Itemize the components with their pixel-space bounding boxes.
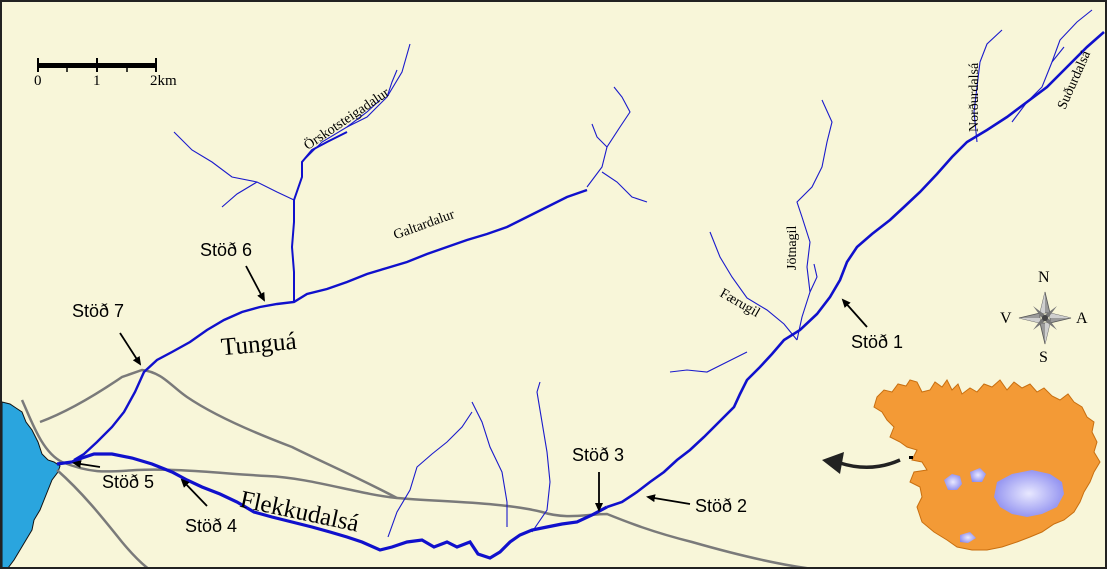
label-nordurdalsa: Norðurdalsá [967,62,982,132]
label-stod-7: Stöð 7 [72,301,125,321]
river-tungua [606,31,1105,509]
tributaries [173,9,1093,538]
label-stod-5: Stöð 5 [102,472,155,492]
arrow-stod-7 [119,332,142,366]
compass-v: V [1000,310,1012,327]
sea [2,401,61,567]
station-arrows [72,265,868,512]
compass-a: A [1076,310,1088,327]
label-tungua: Tunguá [219,327,298,362]
road-main [20,399,808,567]
label-stod-3: Stöð 3 [572,445,625,465]
glacier-langjokull [944,474,962,490]
label-stod-6: Stöð 6 [200,240,253,260]
study-area-marker [909,456,913,459]
glacier-hofsjokull [970,468,986,482]
compass-n: N [1038,269,1050,286]
roads [20,368,808,567]
scale-label-0: 0 [34,73,42,89]
road-branch [39,368,398,500]
river-orskot [290,131,348,302]
glacier-myrdalsjokull [960,532,976,543]
river-tungua-lower [73,188,588,462]
label-jotnagil: Jötnagil [785,225,800,270]
arrow-stod-1 [841,298,868,328]
glacier-vatnajokull [994,470,1064,517]
arrow-stod-5 [72,460,101,469]
compass-rose [1018,291,1072,345]
iceland-outline [873,379,1101,551]
scale-label-2km: 2km [150,73,177,89]
label-stod-1: Stöð 1 [851,332,904,352]
scale-label-1: 1 [93,73,101,89]
arrow-stod-2 [646,494,691,505]
road-coast [56,469,149,567]
label-stod-4: Stöð 4 [185,516,238,536]
scale-bar [37,58,157,72]
river-flekkudalsa [56,452,608,560]
label-stod-2: Stöð 2 [695,496,748,516]
arrow-stod-6 [245,265,265,302]
locator-arrow [839,458,901,469]
locator-arrowhead [822,452,844,474]
compass-s: S [1039,349,1048,366]
arrow-stod-4 [180,478,208,507]
iceland-inset [822,379,1101,551]
